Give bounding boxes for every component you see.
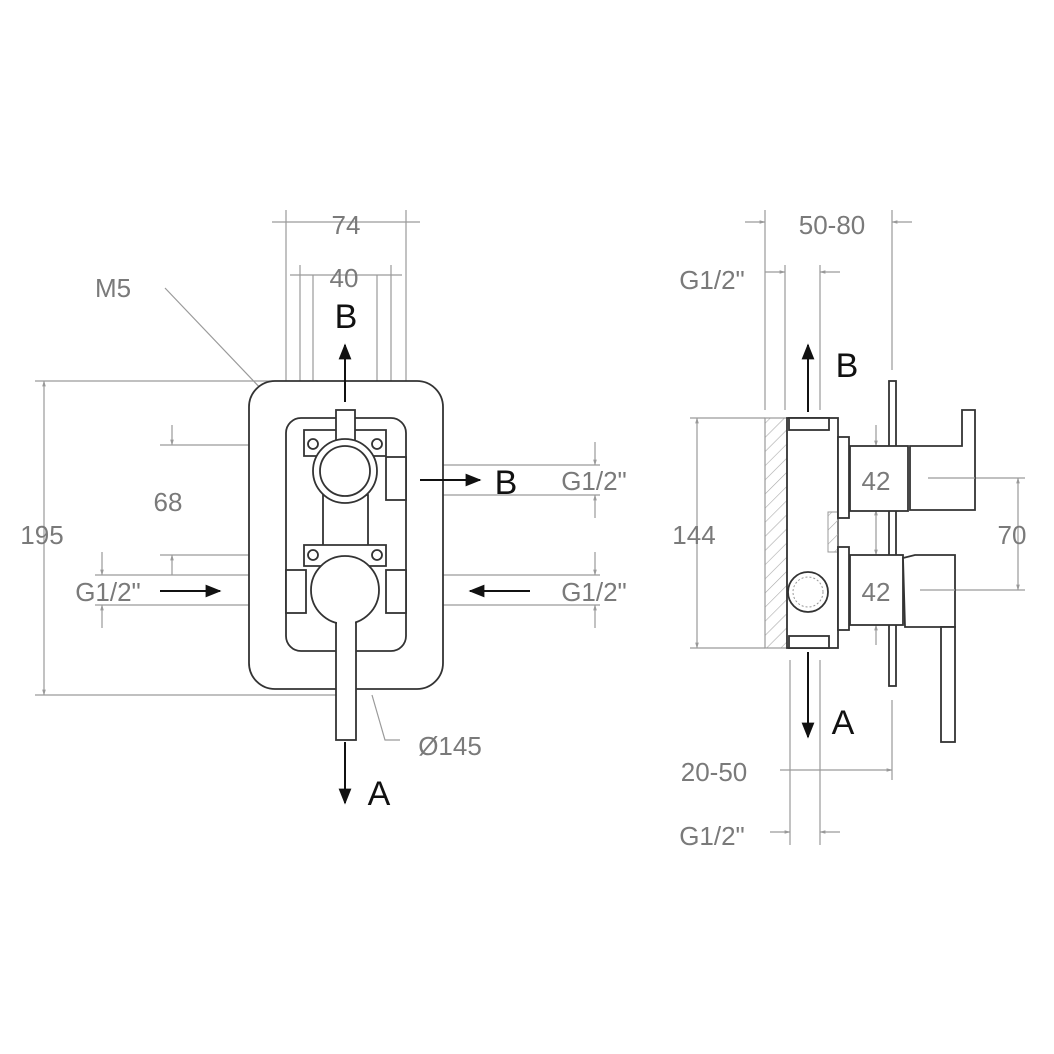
diameter-label: Ø145 xyxy=(418,731,482,761)
thread-m5: M5 xyxy=(95,273,131,303)
mount-hole xyxy=(307,438,319,450)
upper-flange xyxy=(837,436,850,519)
diameter-leader xyxy=(371,694,400,741)
inlet-right-label: G1/2" xyxy=(561,577,627,607)
lower-flange xyxy=(837,546,850,631)
diverter-handle xyxy=(909,409,976,511)
mixer-handle xyxy=(902,554,956,628)
inlet-left-label: G1/2" xyxy=(75,577,141,607)
port-a: A xyxy=(832,704,855,742)
cover-plate-side xyxy=(888,380,897,687)
dim-195: 195 xyxy=(20,520,63,550)
port-b-top: B xyxy=(335,298,358,336)
dim-20-50: 20-50 xyxy=(681,757,748,787)
mount-hole xyxy=(371,438,383,450)
diverter-knob-body xyxy=(849,445,909,512)
dimension-lines xyxy=(690,210,1025,845)
dim-68: 68 xyxy=(154,487,183,517)
inlet-fitting-right xyxy=(385,569,407,614)
mount-hole xyxy=(371,549,383,561)
mixer-knob-body xyxy=(849,554,904,626)
port-b: B xyxy=(836,347,859,385)
mixer-lever xyxy=(940,626,956,743)
side-view: 50-80 G1/2" 144 42 42 70 20-50 G1/2" B A xyxy=(672,210,1026,851)
outlet-right-label: G1/2" xyxy=(561,466,627,496)
mixer-cartridge xyxy=(310,555,380,625)
dim-70: 70 xyxy=(998,520,1027,550)
dim-42-upper: 42 xyxy=(862,466,891,496)
dim-40: 40 xyxy=(330,263,359,293)
front-view: 74 40 M5 195 68 G1/2" G1/2" G1/2" Ø145 B… xyxy=(20,210,627,813)
mount-hole xyxy=(307,549,319,561)
diverter-body xyxy=(312,438,378,504)
dim-42-lower: 42 xyxy=(862,577,891,607)
dim-144: 144 xyxy=(672,520,715,550)
port-a: A xyxy=(368,775,391,813)
port-b-right: B xyxy=(495,464,518,502)
dim-50-80: 50-80 xyxy=(799,210,866,240)
wall-section xyxy=(764,417,788,649)
bottom-thread-label: G1/2" xyxy=(679,821,745,851)
top-thread-label: G1/2" xyxy=(679,265,745,295)
outlet-fitting xyxy=(385,456,407,501)
inlet-port xyxy=(787,571,829,613)
inlet-fitting-left xyxy=(285,569,307,614)
dim-74: 74 xyxy=(332,210,361,240)
